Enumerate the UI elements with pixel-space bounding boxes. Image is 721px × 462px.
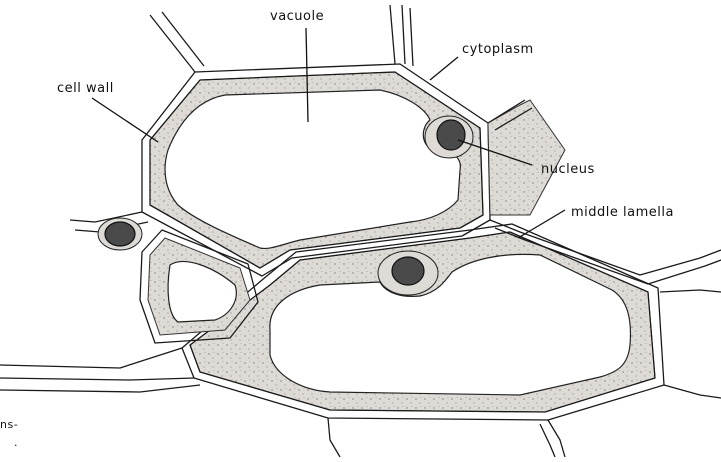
label-nucleus: nucleus bbox=[541, 162, 595, 177]
leader-cell-wall bbox=[92, 98, 158, 142]
wall-bottom-left-b bbox=[0, 378, 194, 380]
nucleus-center-body bbox=[392, 257, 424, 285]
label-middle-lamella: middle lamella bbox=[571, 205, 674, 220]
label-corner-fragment-2: . bbox=[14, 436, 18, 449]
wall-top-center-c bbox=[410, 8, 413, 66]
wall-top-left-a bbox=[150, 15, 195, 72]
wall-bottom-left-a bbox=[0, 348, 182, 368]
wall-bottom-a bbox=[328, 418, 340, 457]
nucleus-center bbox=[378, 251, 438, 295]
nucleus-upper bbox=[425, 116, 473, 158]
wall-top-center-b bbox=[402, 5, 405, 64]
leader-cytoplasm bbox=[430, 57, 458, 80]
label-vacuole: vacuole bbox=[270, 9, 324, 24]
nucleus-left-body bbox=[105, 222, 135, 246]
wall-bottom-b bbox=[548, 420, 565, 457]
nucleus-left bbox=[98, 218, 142, 250]
wall-right-lower-a bbox=[664, 385, 721, 398]
label-cell-wall: cell wall bbox=[57, 81, 114, 96]
wall-right-lower-b bbox=[660, 290, 721, 292]
cell-upper-right-stipple bbox=[488, 100, 565, 215]
nucleus-upper-body bbox=[437, 120, 465, 150]
wall-bottom-left-c bbox=[0, 385, 200, 392]
wall-top-center-a bbox=[390, 5, 395, 64]
label-corner-fragment-1: ns- bbox=[0, 418, 18, 431]
label-cytoplasm: cytoplasm bbox=[462, 42, 534, 57]
